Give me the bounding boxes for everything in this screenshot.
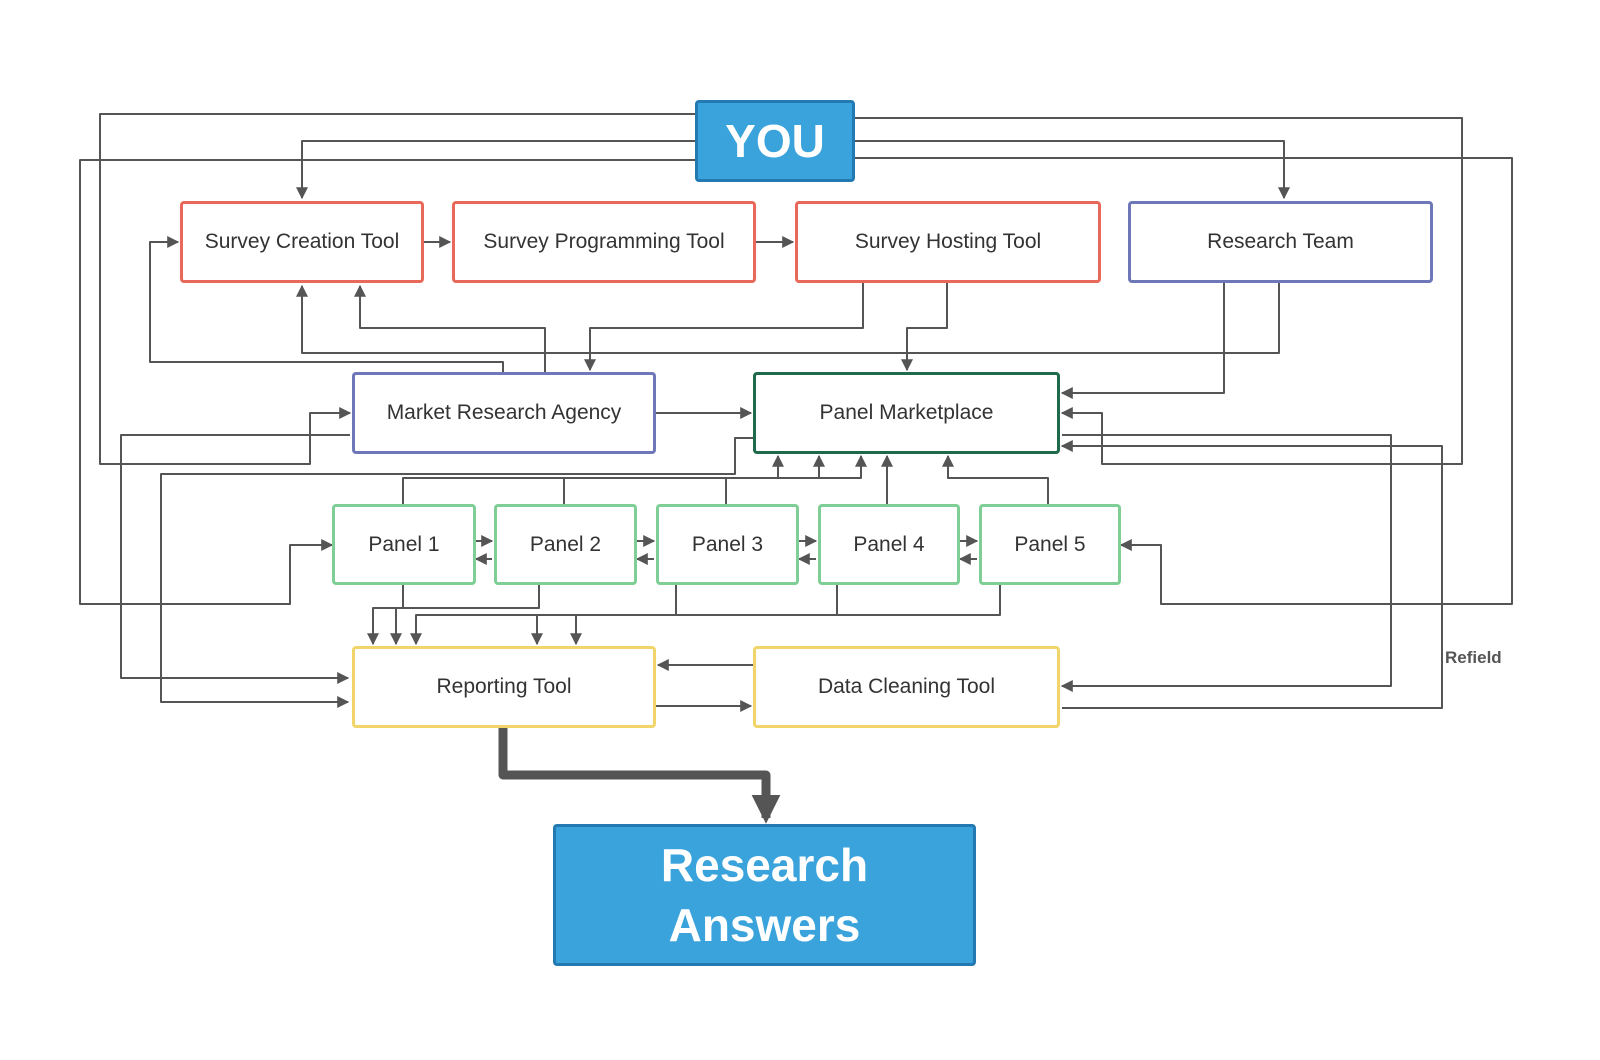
you-to-panel5-loop-connector xyxy=(855,157,1513,605)
panel3-to-marketplace-connector xyxy=(725,454,867,504)
you-to-panel1-loop-connector xyxy=(79,159,695,605)
panel1-to-marketplace-connector xyxy=(402,454,784,504)
you-to-survey-creation-connector xyxy=(296,140,695,200)
marketplace-to-reporting-connector xyxy=(160,437,753,708)
panel-2-node: Panel 2 xyxy=(494,504,637,585)
you-node: YOU xyxy=(695,100,855,182)
survey-creation-tool-node: Survey Creation Tool xyxy=(180,201,424,283)
you-to-agency-loop-connector xyxy=(99,113,695,465)
you-to-marketplace-loop-connector xyxy=(855,117,1463,465)
panel-3-node: Panel 3 xyxy=(656,504,799,585)
panel2-to-reporting-connector xyxy=(390,585,540,646)
survey-hosting-tool-node: Survey Hosting Tool xyxy=(795,201,1101,283)
hosting-to-marketplace-connector xyxy=(901,283,948,372)
reporting-tool-node: Reporting Tool xyxy=(352,646,656,728)
panel2-to-marketplace-connector xyxy=(563,454,825,504)
panel-5-node: Panel 5 xyxy=(979,504,1121,585)
panel-marketplace-node: Panel Marketplace xyxy=(753,372,1060,454)
panel5-to-reporting-connector xyxy=(570,585,1001,646)
research-team-node: Research Team xyxy=(1128,201,1433,283)
panel-4-node: Panel 4 xyxy=(818,504,960,585)
refield-label: Refield xyxy=(1445,648,1502,667)
panel1-to-reporting-connector xyxy=(367,585,404,646)
agency-to-reporting-connector xyxy=(120,434,350,684)
research-answers-line2: Answers xyxy=(668,899,861,951)
survey-programming-tool-node: Survey Programming Tool xyxy=(452,201,756,283)
panel-1-node: Panel 1 xyxy=(332,504,476,585)
research-team-to-marketplace-connector xyxy=(1060,283,1225,399)
agency-to-creation-connector xyxy=(354,284,546,372)
research-answers-node: Research Answers xyxy=(553,824,976,966)
you-to-research-team-connector xyxy=(855,140,1290,200)
research-team-to-creation-connector xyxy=(296,283,1280,354)
reporting-to-answers-connector xyxy=(498,726,781,824)
hosting-to-agency-connector xyxy=(584,283,864,372)
data-cleaning-tool-node: Data Cleaning Tool xyxy=(753,646,1060,728)
research-answers-line1: Research xyxy=(660,839,869,891)
marketplace-to-cleaning-connector xyxy=(1060,434,1392,692)
cleaning-to-marketplace-refield-connector xyxy=(1060,440,1443,709)
panel5-to-marketplace-connector xyxy=(942,454,1049,504)
market-research-agency-node: Market Research Agency xyxy=(352,372,656,454)
agency-to-creation-left-connector xyxy=(149,236,504,372)
